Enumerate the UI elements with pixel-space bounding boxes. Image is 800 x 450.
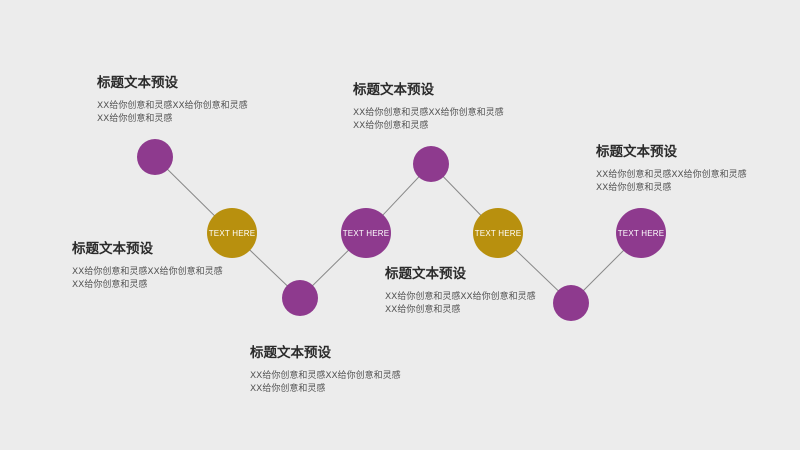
- text-block: 标题文本预设 XX给你创意和灵感XX给你创意和灵感XX给你创意和灵感: [596, 140, 776, 195]
- large-circle-node: TEXT HERE: [207, 208, 257, 258]
- node-label: TEXT HERE: [342, 228, 390, 238]
- text-block: 标题文本预设 XX给你创意和灵感XX给你创意和灵感XX给你创意和灵感: [250, 341, 430, 396]
- small-circle-node: [282, 280, 318, 316]
- text-block: 标题文本预设 XX给你创意和灵感XX给你创意和灵感XX给你创意和灵感: [385, 262, 565, 317]
- small-circle-node: [413, 146, 449, 182]
- node-label: TEXT HERE: [617, 228, 665, 238]
- block-description: XX给你创意和灵感XX给你创意和灵感XX给你创意和灵感: [250, 371, 401, 394]
- large-circle-node: TEXT HERE: [473, 208, 523, 258]
- large-circle-node: TEXT HERE: [341, 208, 391, 258]
- block-title: 标题文本预设: [250, 345, 331, 361]
- block-title: 标题文本预设: [385, 266, 466, 282]
- block-title: 标题文本预设: [97, 75, 178, 91]
- text-block: 标题文本预设 XX给你创意和灵感XX给你创意和灵感XX给你创意和灵感: [353, 78, 533, 133]
- block-description: XX给你创意和灵感XX给你创意和灵感XX给你创意和灵感: [97, 101, 248, 124]
- node-label: TEXT HERE: [208, 228, 256, 238]
- block-description: XX给你创意和灵感XX给你创意和灵感XX给你创意和灵感: [72, 267, 223, 290]
- text-block: 标题文本预设 XX给你创意和灵感XX给你创意和灵感XX给你创意和灵感: [97, 71, 277, 126]
- node-label: TEXT HERE: [474, 228, 522, 238]
- small-circle-node: [553, 285, 589, 321]
- block-title: 标题文本预设: [353, 82, 434, 98]
- text-block: 标题文本预设 XX给你创意和灵感XX给你创意和灵感XX给你创意和灵感: [72, 237, 252, 292]
- block-description: XX给你创意和灵感XX给你创意和灵感XX给你创意和灵感: [385, 292, 536, 315]
- block-description: XX给你创意和灵感XX给你创意和灵感XX给你创意和灵感: [596, 170, 747, 193]
- block-title: 标题文本预设: [596, 144, 677, 160]
- small-circle-node: [137, 139, 173, 175]
- block-description: XX给你创意和灵感XX给你创意和灵感XX给你创意和灵感: [353, 108, 504, 131]
- block-title: 标题文本预设: [72, 241, 153, 257]
- large-circle-node: TEXT HERE: [616, 208, 666, 258]
